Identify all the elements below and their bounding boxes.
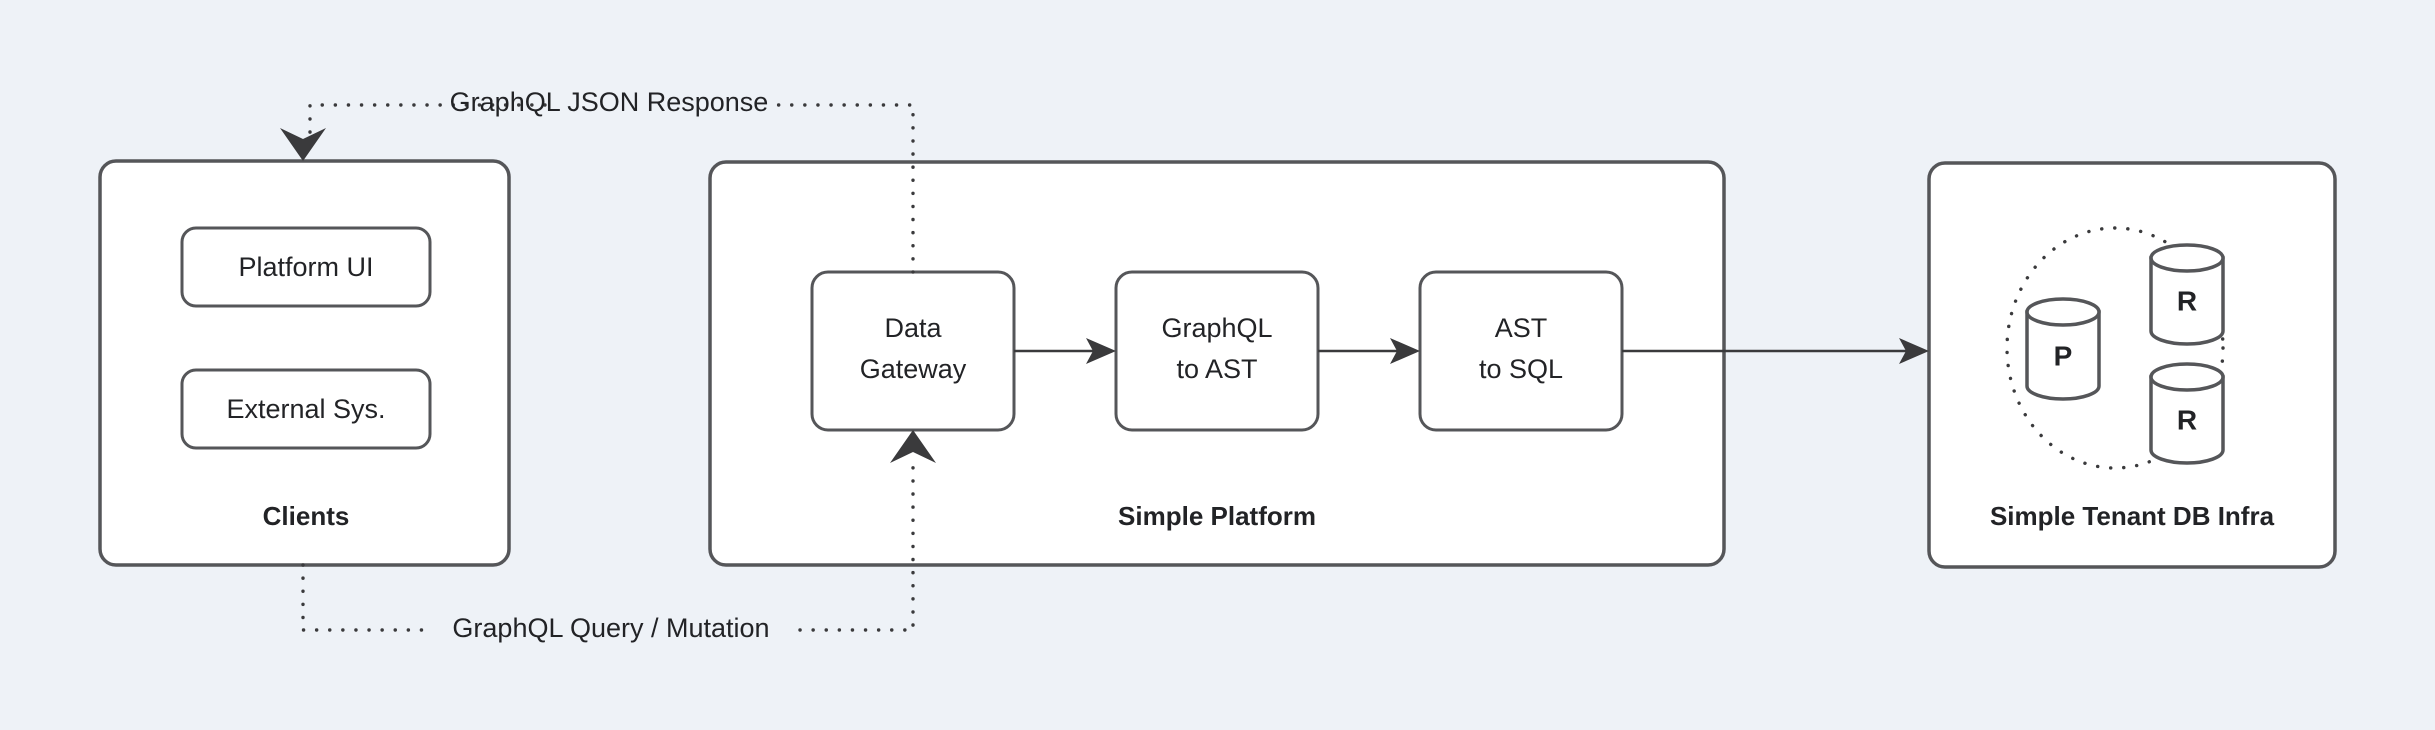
clients-panel-label: Clients	[263, 501, 350, 531]
external-sys-box	[180, 368, 432, 450]
panel-simple-platform[interactable]: Data Gateway GraphQL to AST AST to SQL S…	[708, 160, 1726, 567]
replica-db-1-cylinder-body	[2149, 256, 2225, 346]
graphql-query-mutation-path-right	[798, 458, 915, 632]
graphql-query-mutation-arrowhead	[890, 430, 936, 463]
graphql-json-response-path-right	[768, 103, 915, 274]
ast-to-sql-box	[1418, 270, 1624, 432]
graphql-to-ast-label-line2: to AST	[1176, 354, 1257, 384]
edge-graphql-json-response: GraphQL JSON Response	[280, 87, 915, 274]
data-gateway-box	[810, 270, 1016, 432]
replica-db-2-cylinder-top	[2149, 362, 2225, 392]
primary-db-cylinder-top	[2025, 297, 2101, 327]
graphql-json-response-arrowhead	[280, 128, 326, 161]
ast-sql-to-db-arrowhead	[1899, 338, 1929, 364]
graphql-query-mutation-label: GraphQL Query / Mutation	[452, 613, 769, 643]
panel-simple-tenant-db-infra[interactable]: P R R Simple Tenant DB Infra	[1927, 161, 2337, 569]
data-gateway-label-line2: Gateway	[860, 354, 967, 384]
db-infra-panel-border	[1927, 161, 2337, 569]
platform-ui-box	[180, 226, 432, 308]
edge-gateway-to-graphql-ast	[1014, 338, 1116, 364]
database-replica-2[interactable]: R	[2149, 362, 2225, 465]
external-sys-label: External Sys.	[226, 394, 385, 424]
graphql-json-response-path-left	[308, 103, 547, 142]
primary-db-cylinder-body	[2025, 310, 2101, 401]
node-external-sys[interactable]: External Sys.	[180, 368, 432, 450]
data-gateway-label-line1: Data	[884, 313, 942, 343]
node-graphql-to-ast[interactable]: GraphQL to AST	[1114, 270, 1320, 432]
simple-platform-panel-label: Simple Platform	[1118, 501, 1316, 531]
ast-to-sql-label-line1: AST	[1495, 313, 1548, 343]
ast-to-sql-label-line2: to SQL	[1479, 354, 1563, 384]
graphql-to-ast-box	[1114, 270, 1320, 432]
db-infra-panel-label: Simple Tenant DB Infra	[1990, 501, 2275, 531]
replica-db-2-cylinder-body	[2149, 375, 2225, 465]
platform-ui-label: Platform UI	[238, 252, 373, 282]
node-data-gateway[interactable]: Data Gateway	[810, 270, 1016, 432]
database-primary[interactable]: P	[2025, 297, 2101, 401]
db-cluster-dotted-ellipse	[2005, 226, 2225, 470]
replica-db-2-label: R	[2177, 404, 2197, 435]
graphql-ast-to-ast-sql-arrowhead	[1390, 338, 1420, 364]
graphql-query-mutation-path-left	[301, 563, 426, 632]
primary-db-label: P	[2054, 340, 2073, 371]
replica-db-1-cylinder-top	[2149, 243, 2225, 273]
gateway-to-graphql-ast-arrowhead	[1086, 338, 1116, 364]
edge-graphql-query-mutation: GraphQL Query / Mutation	[301, 430, 936, 643]
node-ast-to-sql[interactable]: AST to SQL	[1418, 270, 1624, 432]
database-replica-1[interactable]: R	[2149, 243, 2225, 346]
panel-clients[interactable]: Platform UI External Sys. Clients	[98, 159, 511, 567]
node-platform-ui[interactable]: Platform UI	[180, 226, 432, 308]
edge-graphql-ast-to-ast-sql	[1318, 338, 1420, 364]
edge-ast-sql-to-db	[1622, 338, 1929, 364]
graphql-to-ast-label-line1: GraphQL	[1161, 313, 1272, 343]
replica-db-1-label: R	[2177, 285, 2197, 316]
graphql-json-response-label: GraphQL JSON Response	[450, 87, 769, 117]
